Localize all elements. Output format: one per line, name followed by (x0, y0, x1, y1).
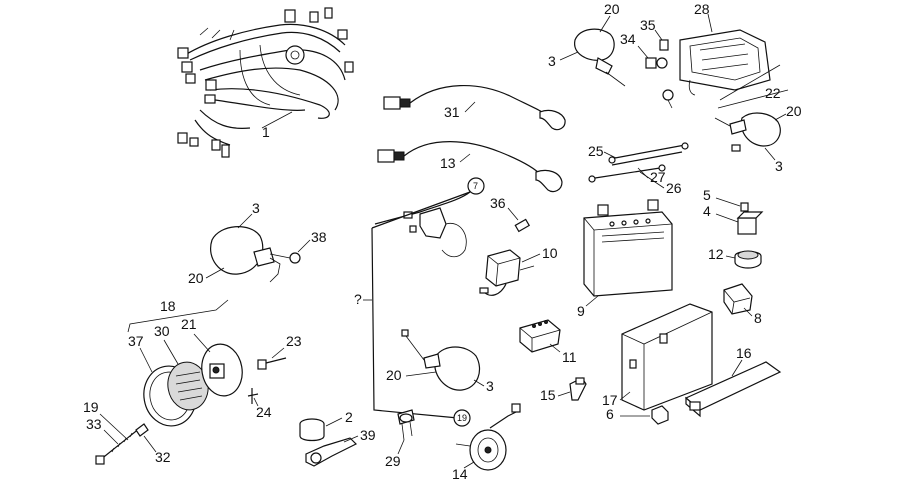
label-26: 26 (666, 180, 682, 196)
circle-label-7: 7 (473, 181, 478, 191)
bulb-socket (645, 39, 674, 109)
cable-31 (383, 84, 566, 131)
label-21: 21 (181, 316, 197, 332)
cdi-unit-10 (479, 249, 535, 296)
label-12: 12 (708, 246, 724, 262)
strap-16 (684, 361, 782, 418)
label-3-top: 3 (548, 53, 556, 69)
circle-19 (453, 409, 471, 427)
label-24: 24 (256, 404, 272, 420)
grommet-12 (734, 250, 762, 269)
label-20-right: 20 (786, 103, 802, 119)
adjust-screw (95, 423, 149, 465)
label-2: 2 (345, 409, 353, 425)
bracket-22 (717, 64, 789, 109)
label-10: 10 (542, 245, 558, 261)
battery-tray-17 (621, 303, 713, 411)
label-29: 29 (385, 453, 401, 469)
bracket-39 (305, 437, 358, 467)
label-23: 23 (286, 333, 302, 349)
label-3-middle: 3 (486, 378, 494, 394)
label-33: 33 (86, 416, 102, 432)
label-question: ? (354, 291, 362, 307)
nut-6 (651, 405, 669, 425)
connector-7 (374, 177, 485, 258)
fuse-36 (514, 218, 531, 233)
label-28: 28 (694, 1, 710, 17)
label-25: 25 (588, 143, 604, 159)
label-16: 16 (736, 345, 752, 361)
flasher-relay-8 (723, 283, 753, 315)
label-32: 32 (155, 449, 171, 465)
circle-label-19: 19 (457, 413, 467, 423)
wiring-harness (177, 7, 354, 158)
label-9: 9 (577, 303, 585, 319)
switch-29 (397, 409, 415, 441)
label-1: 1 (262, 124, 270, 140)
label-4: 4 (703, 203, 711, 219)
label-30: 30 (154, 323, 170, 339)
turn-signal-front-left (210, 226, 301, 283)
label-18: 18 (160, 298, 176, 314)
label-20-middle: 20 (386, 367, 402, 383)
label-39: 39 (360, 427, 376, 443)
label-34: 34 (620, 31, 636, 47)
label-15: 15 (540, 387, 556, 403)
label-3-right: 3 (775, 158, 783, 174)
label-3-left: 3 (252, 200, 260, 216)
battery-9 (583, 199, 673, 297)
bracket-question (371, 227, 459, 419)
label-13: 13 (440, 155, 456, 171)
battery-leads (588, 142, 689, 183)
label-35: 35 (640, 17, 656, 33)
label-31: 31 (444, 104, 460, 120)
turn-signal-rear-right (714, 112, 781, 152)
tail-light (679, 29, 771, 96)
label-22: 22 (765, 85, 781, 101)
headlight-assembly (127, 299, 287, 427)
label-6: 6 (606, 406, 614, 422)
cable-13 (377, 141, 563, 193)
horn-14 (455, 403, 521, 471)
label-27: 27 (650, 169, 666, 185)
label-5: 5 (703, 187, 711, 203)
label-17: 17 (602, 392, 618, 408)
label-20-top: 20 (604, 1, 620, 17)
turn-signal-rear-left (574, 28, 626, 87)
label-38: 38 (311, 229, 327, 245)
relay-4 (736, 202, 764, 235)
label-11: 11 (562, 349, 577, 365)
part-2 (299, 418, 325, 442)
label-8: 8 (754, 310, 762, 326)
label-20-left: 20 (188, 270, 204, 286)
label-14: 14 (452, 466, 468, 481)
label-19: 19 (83, 399, 99, 415)
label-36: 36 (490, 195, 506, 211)
label-37: 37 (128, 333, 144, 349)
turn-signal-front-middle (401, 329, 481, 391)
spark-cap-15 (569, 377, 587, 401)
